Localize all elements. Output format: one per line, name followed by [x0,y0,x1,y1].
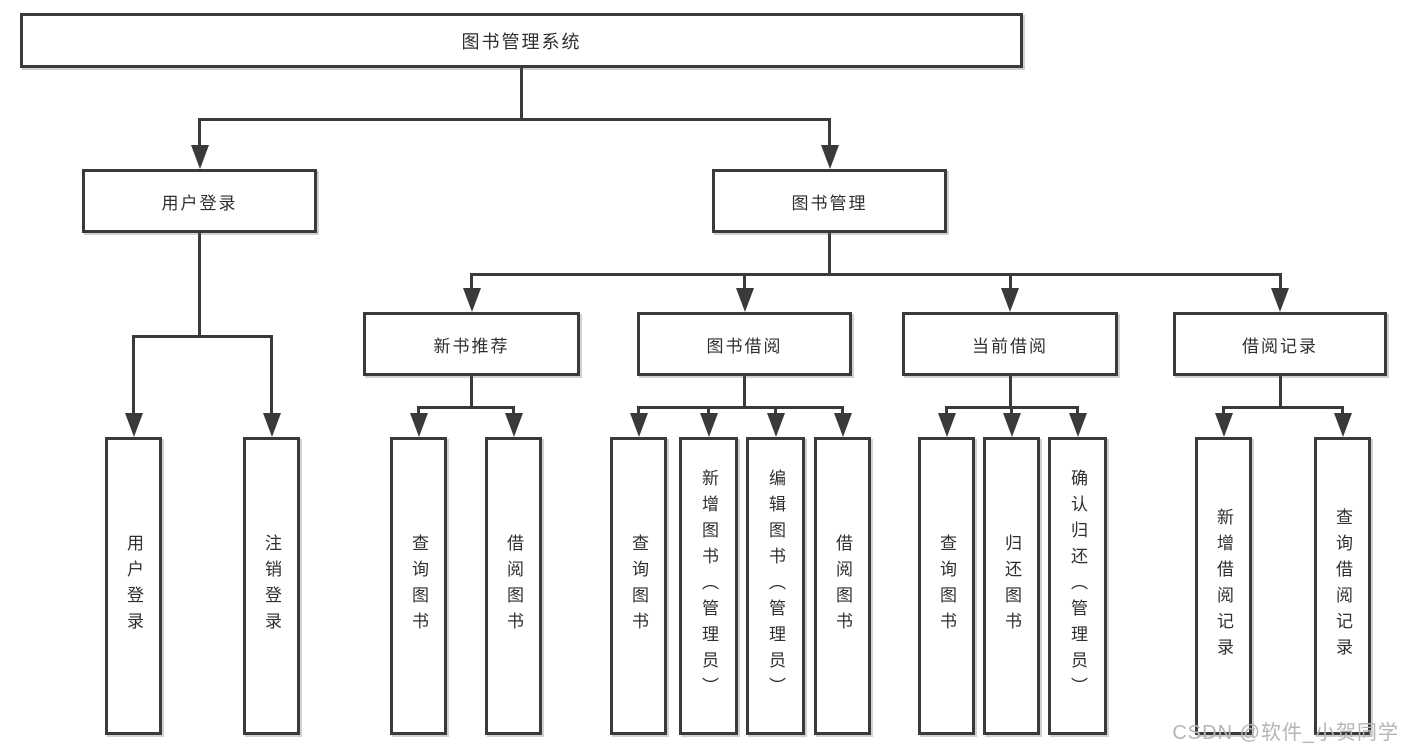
connector-drop-borrow2 [841,406,844,415]
connector-drop-logout [270,335,273,415]
node-editBook: 编辑图书（管理员） [746,437,805,735]
connector-rail-userLogin [132,335,273,338]
arrowhead-newRec [462,288,481,312]
node-label-newRec: 新书推荐 [433,336,510,356]
arrowhead-logout [262,413,281,437]
arrowhead-confirm [1068,413,1087,437]
node-newRec: 新书推荐 [363,312,580,376]
arrowhead-queryRecord [1333,413,1352,437]
connector-stub-root [520,68,523,121]
node-label-query3: 查询图书 [937,534,956,638]
arrowhead-borrowRec [1271,288,1289,312]
node-label-root: 图书管理系统 [461,31,582,52]
node-queryRecord: 查询借阅记录 [1314,437,1371,735]
connector-stub-newRec [470,376,473,409]
connector-rail-borrowRec [1222,406,1344,409]
node-borrow1: 借阅图书 [485,437,542,735]
node-label-editBook: 编辑图书（管理员） [766,469,785,703]
node-label-userLogin: 用户登录 [161,193,238,213]
connector-drop-editBook [774,406,777,415]
connector-drop-borrow1 [512,406,515,415]
node-label-addBook: 新增图书（管理员） [699,469,718,703]
node-bookMgmt: 图书管理 [712,169,947,233]
connector-drop-login [132,335,135,415]
node-label-queryRecord: 查询借阅记录 [1333,508,1352,664]
connector-stub-bookMgmt [828,233,831,276]
arrowhead-borrow1 [504,413,523,437]
node-curBorrow: 当前借阅 [902,312,1118,376]
connector-drop-return [1010,406,1013,415]
csdn-watermark: CSDN @软件_小贺同学 [1172,722,1399,744]
node-label-logout: 注销登录 [262,534,281,638]
node-userLogin: 用户登录 [82,169,317,233]
node-label-addRecord: 新增借阅记录 [1214,508,1233,664]
node-label-query2: 查询图书 [629,534,648,638]
connector-drop-curBorrow [1008,273,1012,290]
connector-drop-query1 [417,406,420,415]
node-query1: 查询图书 [390,437,447,735]
arrowhead-query2 [629,413,648,437]
node-label-bookMgmt: 图书管理 [791,193,868,213]
node-query2: 查询图书 [610,437,667,735]
arrowhead-login [124,413,143,437]
connector-drop-bookMgmt [828,118,831,147]
connector-rail-root [198,118,831,121]
node-label-confirm: 确认归还（管理员） [1068,469,1087,703]
node-borrowRec: 借阅记录 [1173,312,1387,376]
node-label-bookBorrow: 图书借阅 [706,336,783,356]
arrowhead-editBook [766,413,785,437]
connector-drop-addRecord [1222,406,1225,415]
connector-stub-userLogin [198,233,201,338]
connector-stub-borrowRec [1278,376,1282,409]
connector-drop-bookBorrow [743,273,746,290]
connector-rail-bookBorrow [637,406,844,409]
node-root: 图书管理系统 [20,13,1023,68]
node-query3: 查询图书 [918,437,975,735]
arrowhead-borrow2 [833,413,852,437]
node-confirm: 确认归还（管理员） [1048,437,1107,735]
arrowhead-addBook [699,413,718,437]
connector-drop-userLogin [198,118,201,147]
node-borrow2: 借阅图书 [814,437,871,735]
connector-drop-newRec [470,273,473,290]
node-label-login: 用户登录 [124,534,143,638]
connector-drop-borrowRec [1278,273,1282,290]
arrowhead-bookMgmt [820,145,839,169]
connector-stub-curBorrow [1008,376,1012,409]
arrowhead-bookBorrow [735,288,754,312]
node-return: 归还图书 [983,437,1040,735]
node-login: 用户登录 [105,437,162,735]
arrowhead-addRecord [1214,413,1233,437]
node-addRecord: 新增借阅记录 [1195,437,1252,735]
node-label-borrowRec: 借阅记录 [1242,336,1318,356]
connector-drop-query3 [945,406,948,415]
arrowhead-userLogin [190,145,209,169]
connector-drop-query2 [637,406,640,415]
node-label-borrow2: 借阅图书 [833,534,852,638]
node-logout: 注销登录 [243,437,300,735]
node-label-borrow1: 借阅图书 [504,534,523,638]
connector-drop-confirm [1076,406,1079,415]
node-addBook: 新增图书（管理员） [679,437,738,735]
connector-drop-addBook [707,406,710,415]
node-label-curBorrow: 当前借阅 [972,336,1048,356]
connector-drop-queryRecord [1341,406,1344,415]
node-label-query1: 查询图书 [409,534,428,638]
arrowhead-curBorrow [1001,288,1019,312]
connector-stub-bookBorrow [743,376,746,409]
node-label-return: 归还图书 [1002,534,1021,638]
node-bookBorrow: 图书借阅 [637,312,852,376]
connector-rail-newRec [417,406,515,409]
arrowhead-query1 [409,413,428,437]
arrowhead-return [1002,413,1021,437]
arrowhead-query3 [937,413,956,437]
connector-rail-bookMgmt [470,273,1282,276]
